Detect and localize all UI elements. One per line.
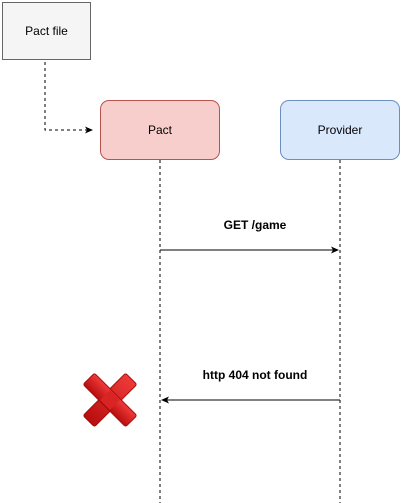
provider-label: Provider [317, 123, 363, 137]
pact-node[interactable]: Pact [100, 100, 220, 160]
request-label: GET /game [223, 218, 287, 232]
pact-file-connector [44, 62, 93, 134]
provider-node[interactable]: Provider [280, 100, 400, 160]
pact-file-label: Pact file [25, 24, 68, 38]
red-x-icon [83, 373, 137, 427]
pact-label: Pact [147, 123, 172, 137]
pact-file-node[interactable]: Pact file [2, 2, 91, 60]
response-label: http 404 not found [202, 368, 308, 382]
